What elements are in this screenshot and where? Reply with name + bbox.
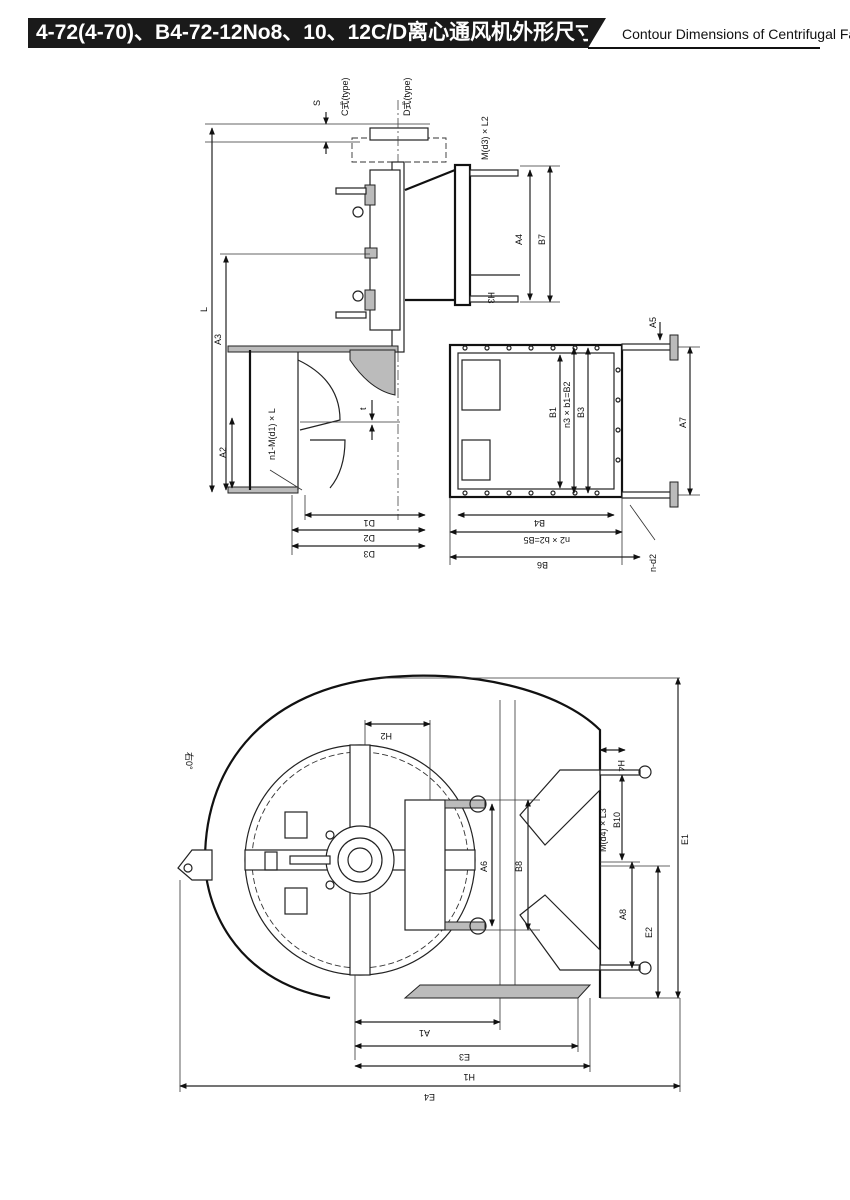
label-B4: B4 <box>534 518 545 528</box>
top-side-view <box>205 100 700 565</box>
label-E4: E4 <box>424 1092 435 1102</box>
bottom-front-view <box>177 674 681 1092</box>
label-n3-b1-B2: n3 × b1=B2 <box>562 381 572 428</box>
label-c-type: C式(type) <box>339 77 350 116</box>
label-D3: D3 <box>363 549 375 559</box>
lower-anchor-bolt <box>469 295 519 303</box>
label-m-d3-l2: M(d3) × L2 <box>480 116 490 160</box>
label-A1: A1 <box>419 1028 430 1038</box>
support-frame <box>453 163 472 307</box>
title-notch <box>588 18 606 48</box>
label-B6: B6 <box>537 560 548 570</box>
lower-outlet-duct <box>519 894 601 971</box>
page-header: 4-72(4-70)、B4-72-12No8、10、12C/D离心通风机外形尺寸… <box>28 18 850 50</box>
label-m-d4-l3: M(d4) × L3 <box>598 808 608 852</box>
label-B7: B7 <box>537 234 547 245</box>
coupling-outline <box>351 137 447 163</box>
side-anchor <box>177 849 213 881</box>
upper-outlet-duct <box>519 769 601 846</box>
label-A4: A4 <box>514 234 524 245</box>
inlet-bottom-flange <box>227 486 299 494</box>
leader-nd2 <box>629 504 656 541</box>
base-plate <box>403 984 592 999</box>
label-H1: H1 <box>463 1072 475 1082</box>
label-E3: E3 <box>459 1052 470 1062</box>
label-D1: D1 <box>363 518 375 528</box>
volute-casing <box>203 674 602 1000</box>
label-t: t <box>358 407 368 410</box>
leader-n1 <box>269 469 303 491</box>
label-B10: B10 <box>612 812 622 828</box>
label-rotation: 右0° <box>184 752 195 770</box>
label-n-d2: n-d2 <box>648 554 658 572</box>
label-D2: D2 <box>363 533 375 543</box>
top-view-labels: S C式(type) D式(type) M(d3) × L2 A4 B7 H3 … <box>199 77 688 572</box>
coupling-flange <box>369 127 429 141</box>
label-E2: E2 <box>644 927 654 938</box>
label-E1: E1 <box>680 834 690 845</box>
page-subtitle: Contour Dimensions of Centrifugal Fan <box>622 26 850 42</box>
outlet-upper-bolt <box>621 343 673 351</box>
label-A5: A5 <box>648 317 658 328</box>
header-rule <box>588 47 820 49</box>
label-H4: H4 <box>616 760 626 772</box>
label-A7: A7 <box>678 417 688 428</box>
label-S: S <box>312 100 322 106</box>
label-L: L <box>199 307 209 312</box>
inlet-top-flange <box>227 345 399 353</box>
label-A3: A3 <box>213 334 223 345</box>
label-A6: A6 <box>479 861 489 872</box>
page-title: 4-72(4-70)、B4-72-12No8、10、12C/D离心通风机外形尺寸 <box>28 18 596 48</box>
label-B1: B1 <box>548 407 558 418</box>
label-n2-b2-B5: n2 × b2=B5 <box>523 535 570 545</box>
label-A2: A2 <box>218 447 228 458</box>
housing-bolts <box>335 187 378 319</box>
bottom-view-labels: 右0° H2 H4 M(d4) × L3 B10 A6 B8 A8 E1 E2 … <box>184 731 690 1102</box>
label-A8: A8 <box>618 909 628 920</box>
label-H2: H2 <box>380 731 392 741</box>
outlet-bolt-holes <box>462 345 621 496</box>
inlet-cone <box>297 359 341 431</box>
label-H3: H3 <box>486 292 496 304</box>
label-n1-m-d1-l: n1-M(d1) × L <box>267 408 277 460</box>
label-B3: B3 <box>576 407 586 418</box>
label-d-type: D式(type) <box>401 77 412 116</box>
upper-anchor-bolt <box>469 169 519 177</box>
outlet-flange <box>448 343 624 499</box>
outlet-lower-bolt <box>621 491 673 499</box>
label-B8: B8 <box>514 861 524 872</box>
bearing-pedestal <box>404 799 446 931</box>
hub <box>325 825 395 895</box>
